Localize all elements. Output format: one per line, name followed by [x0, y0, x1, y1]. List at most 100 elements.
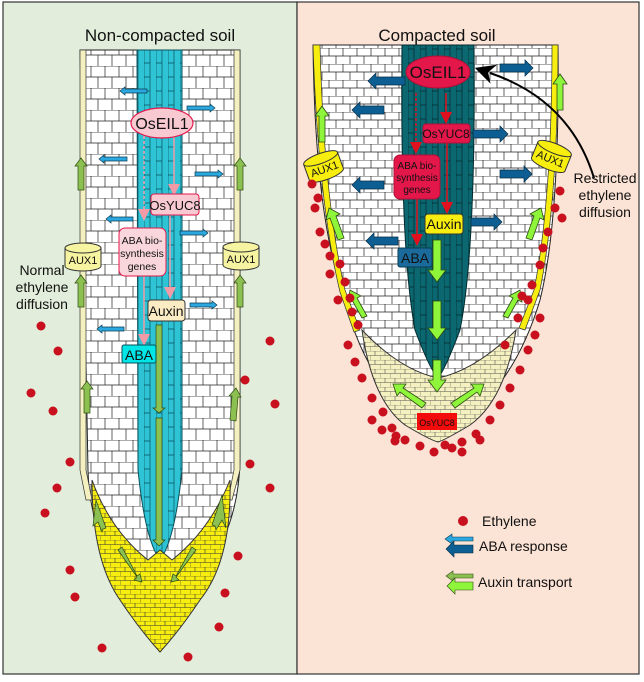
- svg-text:ABA bio-: ABA bio-: [398, 161, 437, 172]
- ethylene-dot: [535, 313, 545, 323]
- left-aba-genes-node: ABA bio- synthesis genes: [118, 227, 167, 277]
- svg-text:Normal: Normal: [19, 262, 64, 278]
- svg-text:Restricted: Restricted: [573, 170, 636, 186]
- ethylene-dot: [485, 415, 495, 425]
- auxin-arrow-bright-icon: [446, 577, 474, 595]
- ethylene-dot: [36, 321, 46, 331]
- right-aba-genes-node: ABA bio- synthesis genes: [393, 154, 441, 200]
- auxin-transport-arrow: [74, 157, 88, 191]
- ethylene-dot: [340, 277, 350, 287]
- aba-response-arrow: [499, 165, 533, 183]
- ethylene-dot: [538, 243, 548, 253]
- auxin-transport-arrow: [427, 359, 447, 393]
- ethylene-dot: [52, 483, 62, 493]
- ethylene-dot: [70, 592, 80, 602]
- ethylene-dot: [48, 406, 58, 416]
- auxin-transport-arrow: [92, 499, 107, 534]
- ethylene-dot: [265, 336, 275, 346]
- svg-text:AUX1: AUX1: [69, 255, 98, 267]
- ethylene-dot: [325, 269, 335, 279]
- auxin-transport-arrow: [450, 383, 485, 409]
- ethylene-dot: [347, 307, 357, 317]
- ethylene-dot: [315, 227, 325, 237]
- ethylene-dot: [387, 423, 397, 433]
- aba-response-arrow: [186, 103, 216, 113]
- auxin-transport-arrow: [314, 105, 330, 143]
- auxin-transport-arrow: [552, 73, 568, 111]
- left-root-cap: [91, 479, 231, 653]
- ethylene-dot: [367, 415, 377, 425]
- ethylene-dot: [183, 652, 193, 662]
- svg-text:ABA: ABA: [401, 250, 430, 266]
- auxin-transport-arrow: [525, 207, 545, 241]
- ethylene-dot: [555, 186, 565, 196]
- ethylene-dot: [26, 388, 36, 398]
- svg-text:OsYUC8: OsYUC8: [422, 127, 470, 141]
- aba-response-arrow: [98, 154, 128, 164]
- left-ethylene-dots: [26, 321, 280, 662]
- ethylene-dot: [240, 375, 250, 385]
- svg-text:AUX1: AUX1: [227, 254, 256, 266]
- ethylene-dot: [390, 436, 400, 446]
- left-oseil1-node: OsEIL1: [130, 107, 194, 139]
- right-osyuc8-tip-node: OsYUC8: [417, 413, 457, 430]
- ethylene-dot: [343, 340, 353, 350]
- legend-auxin-transport: Auxin transport: [445, 570, 572, 595]
- svg-text:diffusion: diffusion: [16, 296, 68, 312]
- legend: Ethylene ABA response Auxin transport: [444, 513, 572, 595]
- ethylene-dot: [353, 320, 363, 330]
- left-aba-arrows: [96, 86, 224, 334]
- right-oseil1-node: OsEIL1: [405, 55, 471, 89]
- ethylene-dot: [429, 447, 439, 457]
- left-aux1-left: AUX1: [64, 242, 102, 272]
- ethylene-dot: [500, 340, 510, 350]
- ethylene-dot: [457, 437, 467, 447]
- right-auxin-arrows: [314, 73, 568, 409]
- auxin-transport-arrow: [233, 157, 247, 191]
- auxin-transport-arrow: [233, 274, 247, 308]
- aba-response-arrow: [179, 228, 209, 238]
- svg-text:OsEIL1: OsEIL1: [135, 116, 188, 133]
- ethylene-dot: [557, 213, 567, 223]
- ethylene-dot: [447, 443, 457, 453]
- ethylene-dot: [400, 435, 410, 445]
- aba-response-arrow: [96, 324, 125, 334]
- ethylene-dot: [65, 565, 75, 575]
- ethylene-dot: [440, 440, 450, 450]
- ethylene-dot: [505, 383, 515, 393]
- ethylene-dot: [233, 551, 243, 561]
- ethylene-dot: [457, 447, 467, 457]
- svg-text:ABA: ABA: [125, 347, 154, 363]
- ethylene-dot: [313, 193, 323, 203]
- ethylene-dot: [40, 508, 50, 518]
- svg-text:ethylene: ethylene: [579, 187, 632, 203]
- svg-text:OsEIL1: OsEIL1: [410, 63, 467, 82]
- svg-text:Ethylene: Ethylene: [482, 513, 537, 529]
- svg-text:Auxin transport: Auxin transport: [478, 574, 572, 590]
- left-auxin-arrows: [74, 157, 247, 583]
- svg-text:ABA bio-: ABA bio-: [122, 235, 163, 247]
- ethylene-dot: [214, 622, 224, 632]
- ethylene-dot: [65, 457, 75, 467]
- aba-response-arrow: [367, 72, 406, 90]
- ethylene-dot: [325, 251, 335, 261]
- ethylene-dot: [527, 280, 537, 290]
- svg-text:genes: genes: [128, 261, 157, 273]
- ethylene-dot: [53, 346, 63, 356]
- aba-arrow-dark-icon: [445, 540, 474, 558]
- ethylene-dot: [377, 425, 387, 435]
- ethylene-dot: [245, 459, 255, 469]
- ethylene-dot: [97, 643, 107, 653]
- left-auxin-node: Auxin: [147, 299, 186, 322]
- right-aux1-right: AUX1: [531, 139, 572, 173]
- ethylene-dot-icon: [458, 516, 468, 526]
- auxin-transport-arrow: [74, 274, 88, 308]
- aba-response-arrow: [351, 176, 385, 194]
- auxin-transport-arrow: [392, 383, 427, 409]
- ethylene-dot: [333, 295, 343, 305]
- ethylene-dot: [475, 435, 485, 445]
- ethylene-dot: [307, 179, 317, 189]
- ethylene-dot: [415, 441, 425, 451]
- right-aux1-left: AUX1: [303, 150, 344, 183]
